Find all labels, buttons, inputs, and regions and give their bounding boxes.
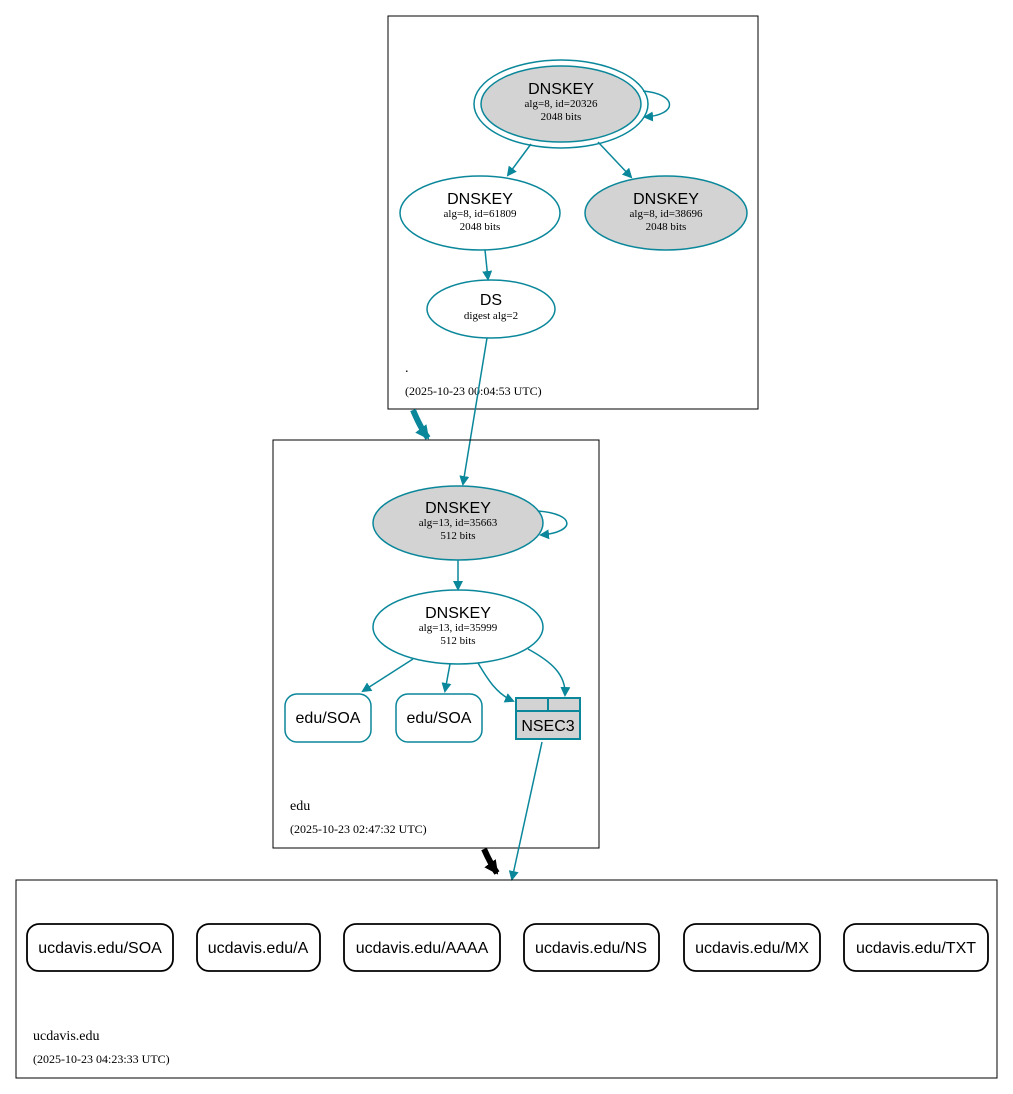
root-ds-detail: digest alg=2 <box>464 310 518 322</box>
zone-root-box <box>387 15 759 410</box>
delegation-root-to-edu <box>410 408 431 440</box>
edu-nsec3[interactable]: NSEC3 <box>515 697 581 740</box>
root-zsk-type: DNSKEY <box>447 191 513 208</box>
zone-edu-timestamp: (2025-10-23 02:47:32 UTC) <box>290 822 427 836</box>
edge-ksk-to-key3 <box>597 141 633 179</box>
zone-root: DNSKEY alg=8, id=20326 2048 bits DNSKEY … <box>387 15 759 410</box>
edge-zsk-to-ds <box>482 249 493 281</box>
zone-ucdavis-timestamp: (2025-10-23 04:23:33 UTC) <box>33 1052 170 1066</box>
edu-zsk-type: DNSKEY <box>425 605 491 622</box>
edge-ds-to-edu-ksk <box>459 337 488 486</box>
edu-ksk-detail: alg=13, id=35663 <box>419 517 498 529</box>
edu-soa-1-label: edu/SOA <box>296 710 361 727</box>
root-dnskey-zsk[interactable]: DNSKEY alg=8, id=61809 2048 bits <box>399 175 561 251</box>
edu-ksk-type: DNSKEY <box>425 500 491 517</box>
edu-dnskey-ksk[interactable]: DNSKEY alg=13, id=35663 512 bits <box>372 485 544 561</box>
ucdavis-ns[interactable]: ucdavis.edu/NS <box>523 923 660 972</box>
edu-zsk-detail: alg=13, id=35999 <box>419 622 498 634</box>
ucdavis-soa-label: ucdavis.edu/SOA <box>38 940 162 957</box>
ucdavis-ns-label: ucdavis.edu/NS <box>535 940 647 957</box>
root-ksk-self-sign-edge <box>642 90 671 122</box>
edu-soa-2-label: edu/SOA <box>407 710 472 727</box>
edu-ksk-size: 512 bits <box>440 530 475 542</box>
edu-nsec3-label: NSEC3 <box>521 718 574 735</box>
edge-edu-zsk-to-soa2 <box>441 663 452 693</box>
ucdavis-a-label: ucdavis.edu/A <box>208 940 309 957</box>
edu-soa-1[interactable]: edu/SOA <box>284 693 372 743</box>
edge-edu-zsk-to-nsec3-b <box>527 648 571 697</box>
ucdavis-txt[interactable]: ucdavis.edu/TXT <box>843 923 989 972</box>
root-ksk-type: DNSKEY <box>528 81 594 98</box>
ucdavis-soa[interactable]: ucdavis.edu/SOA <box>26 923 174 972</box>
edu-dnskey-zsk[interactable]: DNSKEY alg=13, id=35999 512 bits <box>372 589 544 665</box>
root-key3-size: 2048 bits <box>646 221 687 233</box>
zone-root-timestamp: (2025-10-23 00:04:53 UTC) <box>405 384 542 398</box>
root-ds-type: DS <box>480 292 502 309</box>
edge-nsec3-to-ucdavis <box>508 741 543 881</box>
ucdavis-mx-label: ucdavis.edu/MX <box>695 940 809 957</box>
root-ksk-size: 2048 bits <box>541 111 582 123</box>
ucdavis-txt-label: ucdavis.edu/TXT <box>856 940 976 957</box>
zone-ucdavis-box <box>15 879 998 1079</box>
zone-edu-name: edu <box>290 799 310 814</box>
edu-zsk-size: 512 bits <box>440 635 475 647</box>
edge-ksk-to-zsk <box>506 143 532 177</box>
root-key3-detail: alg=8, id=38696 <box>630 208 703 220</box>
ucdavis-aaaa[interactable]: ucdavis.edu/AAAA <box>343 923 501 972</box>
edge-edu-zsk-to-soa1 <box>361 658 414 693</box>
edu-soa-2[interactable]: edu/SOA <box>395 693 483 743</box>
delegation-edu-to-ucdavis <box>481 847 500 875</box>
zone-edu-box <box>272 439 600 849</box>
zone-ucdavis-name: ucdavis.edu <box>33 1029 99 1044</box>
root-zsk-detail: alg=8, id=61809 <box>444 208 517 220</box>
ucdavis-mx[interactable]: ucdavis.edu/MX <box>683 923 821 972</box>
ucdavis-a[interactable]: ucdavis.edu/A <box>196 923 321 972</box>
root-key3-type: DNSKEY <box>633 191 699 208</box>
root-ds[interactable]: DS digest alg=2 <box>426 279 556 339</box>
edge-edu-zsk-to-nsec3-a <box>477 662 515 703</box>
root-dnskey-ksk[interactable]: DNSKEY alg=8, id=20326 2048 bits <box>473 59 649 149</box>
edu-ksk-self-sign-edge <box>537 510 568 540</box>
root-ksk-detail: alg=8, id=20326 <box>525 98 598 110</box>
zone-edu: DNSKEY alg=13, id=35663 512 bits DNSKEY … <box>272 439 600 849</box>
root-zsk-size: 2048 bits <box>460 221 501 233</box>
ucdavis-aaaa-label: ucdavis.edu/AAAA <box>356 940 489 957</box>
root-dnskey-38696[interactable]: DNSKEY alg=8, id=38696 2048 bits <box>584 175 748 251</box>
zone-ucdavis: ucdavis.edu/SOA ucdavis.edu/A ucdavis.ed… <box>15 879 998 1079</box>
zone-root-name: . <box>405 361 409 376</box>
